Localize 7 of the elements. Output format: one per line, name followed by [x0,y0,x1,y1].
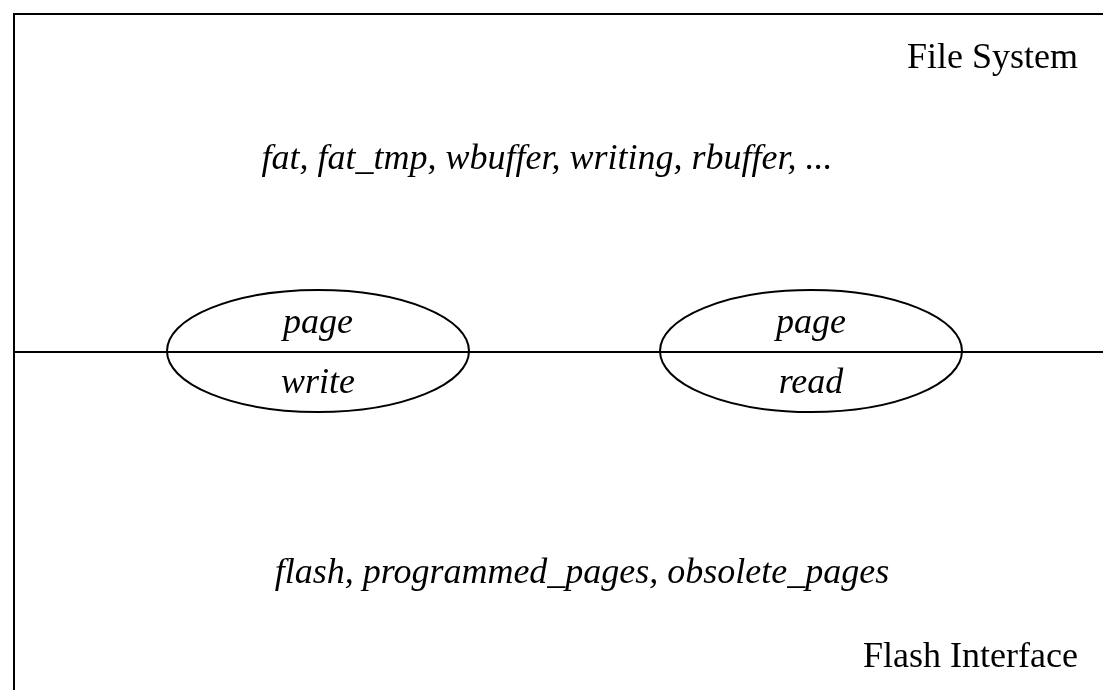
variable-list: fat, fat_tmp, wbuffer, writing, rbuffer, ... [261,138,833,178]
operation-label: page read [776,300,846,403]
layer-band [13,13,1103,353]
layer-title: Flash Interface [863,636,1078,676]
variable-list: flash, programmed_pages, obsolete_pages [274,552,890,592]
layer-title: File System [906,37,1078,77]
operation-label: page write [281,300,355,403]
